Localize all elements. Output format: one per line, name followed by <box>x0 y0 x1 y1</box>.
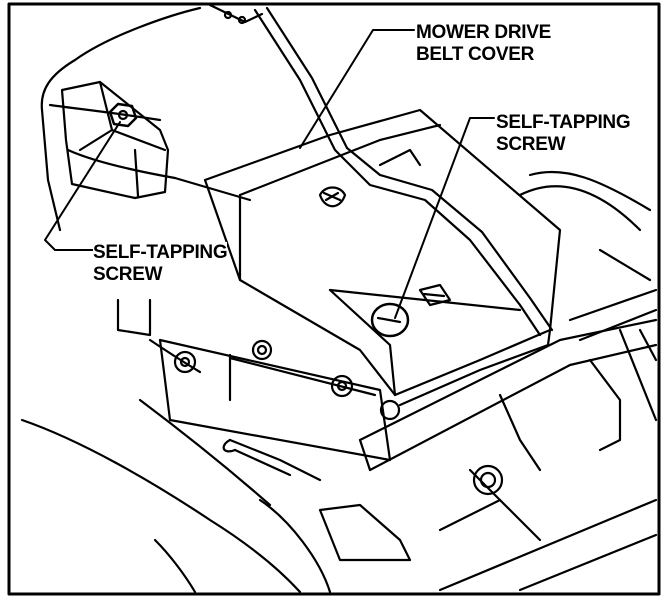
callout-line-1: SELF-TAPPING <box>496 112 631 133</box>
figure-border <box>7 2 661 596</box>
frame-rails <box>438 170 658 592</box>
leader-screw-right <box>394 117 495 319</box>
callout-self-tapping-screw-left: SELF-TAPPING SCREW <box>93 242 228 286</box>
leader-lines <box>44 29 495 319</box>
callout-line-1: MOWER DRIVE <box>416 22 551 43</box>
control-rod <box>208 3 554 337</box>
screw-block-left <box>60 80 170 200</box>
callout-line-1: SELF-TAPPING <box>93 242 228 263</box>
mower-deck <box>20 6 332 594</box>
callout-line-2: SCREW <box>496 134 566 155</box>
leader-belt-cover <box>299 29 415 149</box>
callout-line-2: SCREW <box>93 264 163 285</box>
leader-screw-left <box>44 121 121 251</box>
linkage-arm <box>222 318 658 562</box>
callout-mower-drive-belt-cover: MOWER DRIVE BELT COVER <box>416 22 551 66</box>
callout-self-tapping-screw-right: SELF-TAPPING SCREW <box>496 112 631 156</box>
callout-line-2: BELT COVER <box>416 44 535 65</box>
belt-cover-panel <box>203 108 562 407</box>
